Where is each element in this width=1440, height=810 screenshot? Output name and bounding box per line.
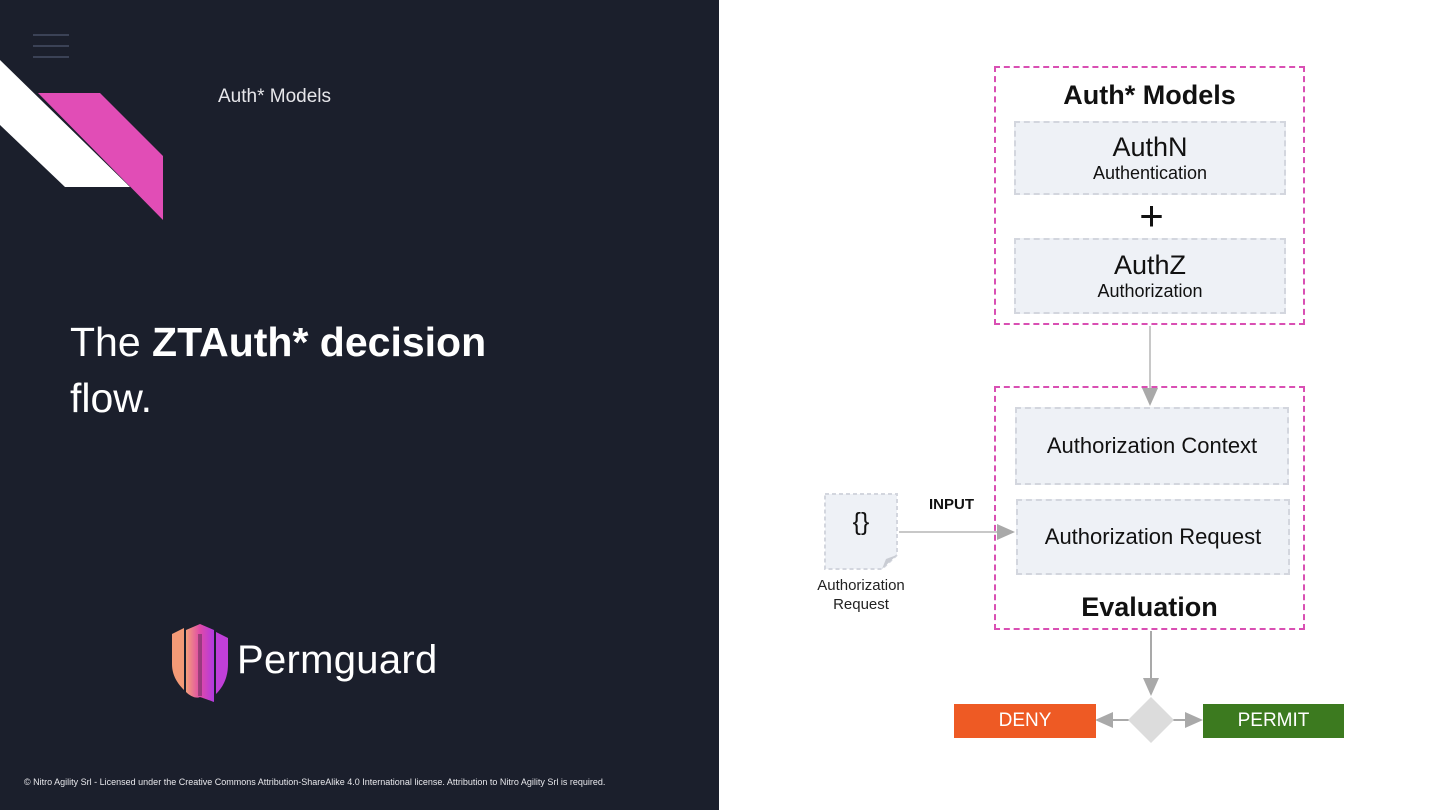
authz-title: AuthZ [1113,250,1187,280]
input-label: INPUT [929,496,974,513]
logo-text: Permguard [237,638,438,682]
evaluation-title: Evaluation [1081,592,1218,622]
permit-badge: PERMIT [1203,704,1344,738]
authz-box: AuthZ Authorization [1014,238,1286,314]
auth-models-group: Auth* Models AuthN Authentication + Auth… [994,66,1305,325]
document-icon [824,493,898,570]
diagram-panel: Auth* Models AuthN Authentication + Auth… [719,0,1440,810]
slide-headline: The ZTAuth* decision flow. [70,314,630,426]
section-title: Auth* Models [218,86,332,107]
headline-bold: ZTAuth* decision [152,319,487,365]
authorization-request-box: Authorization Request [1016,499,1290,575]
menu-icon[interactable] [33,34,69,58]
authn-title: AuthN [1112,132,1188,162]
headline-post: flow. [70,375,153,421]
license-footer: © Nitro Agility Srl - Licensed under the… [24,777,606,787]
authz-subtitle: Authorization [1097,281,1203,301]
decorative-stripes [0,60,163,220]
evaluation-group: Authorization Context Authorization Requ… [994,386,1305,630]
headline-pre: The [70,319,153,365]
input-doc-label: Authorization Request [792,576,930,614]
authn-box: AuthN Authentication [1014,121,1286,195]
auth-models-title: Auth* Models [1063,80,1236,110]
decision-diamond [1128,697,1174,743]
plus-sign: + [1139,192,1164,239]
json-symbol: {} [852,508,870,536]
authn-subtitle: Authentication [1092,163,1208,183]
input-doc-label-line2: Request [833,596,889,613]
authorization-context-box: Authorization Context [1015,407,1289,485]
input-doc-label-line1: Authorization [817,577,905,594]
permguard-logo-icon [172,624,228,702]
deny-badge: DENY [954,704,1096,738]
left-panel: Auth* Models The ZTAuth* decision flow. … [0,0,719,810]
